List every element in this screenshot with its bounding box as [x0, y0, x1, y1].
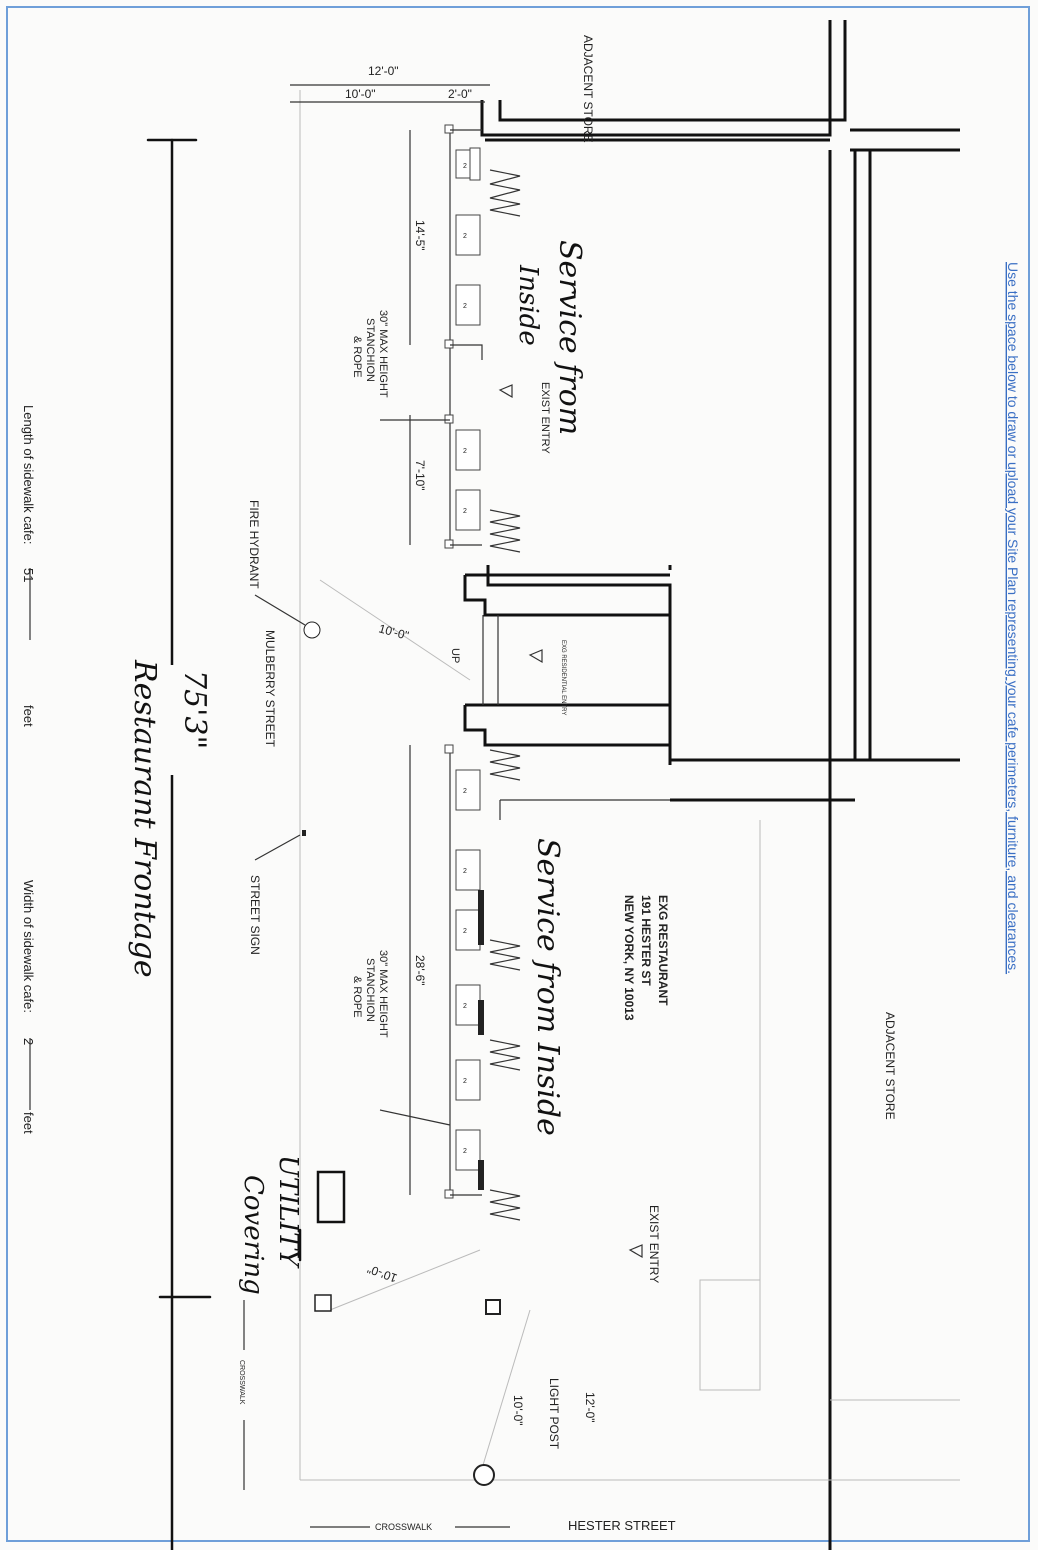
table-1-number: 2 — [463, 163, 467, 170]
instruction-text: Use the space below to draw or upload yo… — [1005, 262, 1021, 974]
dim-28-6: 28'-6" — [413, 955, 427, 986]
entry-triangles — [498, 384, 643, 1259]
table-6: 2 — [455, 769, 481, 811]
street-sign-leader — [254, 834, 301, 861]
width-unit: feet — [21, 1112, 36, 1134]
street-edges — [299, 90, 960, 1481]
stanchion-bottom-l1: 30" MAX HEIGHT — [377, 950, 389, 1038]
stanchion-top-l3: & ROPE — [351, 336, 363, 378]
street-sign-label: STREET SIGN — [248, 875, 262, 955]
table-2: 2 — [455, 214, 481, 256]
length-unit: feet — [21, 705, 36, 727]
dim-12ft: 12'-0" — [368, 64, 399, 78]
restaurant-address: 191 HESTER ST — [639, 895, 653, 986]
light-post-label: LIGHT POST — [547, 1378, 561, 1450]
bench — [478, 890, 484, 945]
service-note-bottom: Service from Inside — [530, 838, 565, 1136]
adjacent-store-top: ADJACENT STORE — [581, 35, 595, 143]
table-6-number: 2 — [463, 788, 467, 795]
dim-7-10: 7'-10" — [413, 460, 427, 491]
door-swings — [489, 169, 521, 1221]
table-9-number: 2 — [463, 1003, 467, 1010]
restaurant-name: EXG RESTAURANT — [656, 895, 670, 1006]
table-2-number: 2 — [463, 233, 467, 240]
table-8: 2 — [455, 909, 481, 951]
utility-sketch-box — [316, 1170, 346, 1224]
table-5-number: 2 — [463, 508, 467, 515]
page-border — [6, 6, 1030, 1542]
table-4-number: 2 — [463, 448, 467, 455]
table-3: 2 — [455, 284, 481, 326]
up-label: UP — [449, 648, 461, 663]
frontage-label-bg — [150, 665, 200, 775]
service-note-top-l2: Inside — [513, 264, 543, 346]
crosswalk-side: CROSSWALK — [238, 1360, 245, 1405]
stanchion-top-l2: STANCHION — [364, 318, 376, 382]
cafe-perimeter — [444, 124, 483, 1199]
stanchion-leader-bottom — [379, 1109, 451, 1126]
cafe-tables: 2 2 2 2 2 2 2 2 — [455, 147, 484, 1190]
table-10: 2 — [455, 1059, 481, 1101]
street-sign-icon — [302, 830, 306, 836]
mulberry-street: MULBERRY STREET — [263, 630, 277, 748]
bench — [478, 1160, 484, 1190]
fire-hydrant-icon — [303, 621, 321, 639]
table-8-number: 2 — [463, 928, 467, 935]
frontage-length: 75'3" — [177, 670, 212, 749]
table-11-number: 2 — [463, 1148, 467, 1155]
stanchion-bottom-l3: & ROPE — [351, 976, 363, 1018]
table-5: 2 — [455, 489, 481, 531]
fire-hydrant-label: FIRE HYDRANT — [247, 500, 261, 589]
utility-note-l1: UTILITY — [273, 1155, 303, 1269]
dim-utility-10ft: 10'-0" — [366, 1262, 400, 1286]
utility-covering-box — [314, 1294, 332, 1312]
dim-14-5: 14'-5" — [413, 220, 427, 251]
length-value: 51 — [21, 568, 36, 582]
dim-2ft: 2'-0" — [448, 87, 472, 101]
crosswalk-bottom: CROSSWALK — [375, 1522, 432, 1532]
utility-note-l2: Covering — [238, 1175, 268, 1295]
dim-10ft: 10'-0" — [345, 87, 376, 101]
table-11: 2 — [455, 1129, 481, 1171]
width-value: 2 — [21, 1038, 36, 1045]
table-9: 2 — [455, 984, 481, 1026]
restaurant-city: NEW YORK, NY 10013 — [622, 895, 636, 1021]
exist-entry-top: EXIST ENTRY — [539, 382, 551, 454]
bench — [478, 1000, 484, 1035]
hester-street: HESTER STREET — [568, 1518, 676, 1533]
adjacent-store-right: ADJACENT STORE — [883, 1012, 897, 1120]
stanchion-bottom-l2: STANCHION — [364, 958, 376, 1022]
hydrant-leader — [254, 594, 306, 626]
utility-box — [485, 1299, 501, 1315]
table-10-number: 2 — [463, 1078, 467, 1085]
table-7: 2 — [455, 849, 481, 891]
width-label: Width of sidewalk cafe: — [21, 880, 36, 1013]
frontage-label: Restaurant Frontage — [127, 659, 162, 978]
residential-entry-label: EXG RESIDENTIAL ENTRY — [560, 640, 566, 715]
table-7-number: 2 — [463, 868, 467, 875]
length-label: Length of sidewalk cafe: — [21, 405, 36, 544]
dim-hester-12ft: 12'-0" — [583, 1392, 597, 1423]
dim-hydrant-10ft: 10'-0" — [377, 621, 410, 642]
light-post-icon — [473, 1464, 495, 1486]
stanchion-top-l1: 30" MAX HEIGHT — [377, 310, 389, 398]
table-1: 2 — [455, 147, 481, 181]
dim-lightpost-10ft: 10'-0" — [511, 1395, 525, 1426]
dimension-lines — [290, 84, 531, 1476]
building-walls — [463, 20, 960, 1550]
exist-entry-bottom: EXIST ENTRY — [647, 1205, 661, 1283]
table-3-number: 2 — [463, 303, 467, 310]
table-4: 2 — [455, 429, 481, 471]
service-note-top-l1: Service from — [552, 240, 587, 435]
